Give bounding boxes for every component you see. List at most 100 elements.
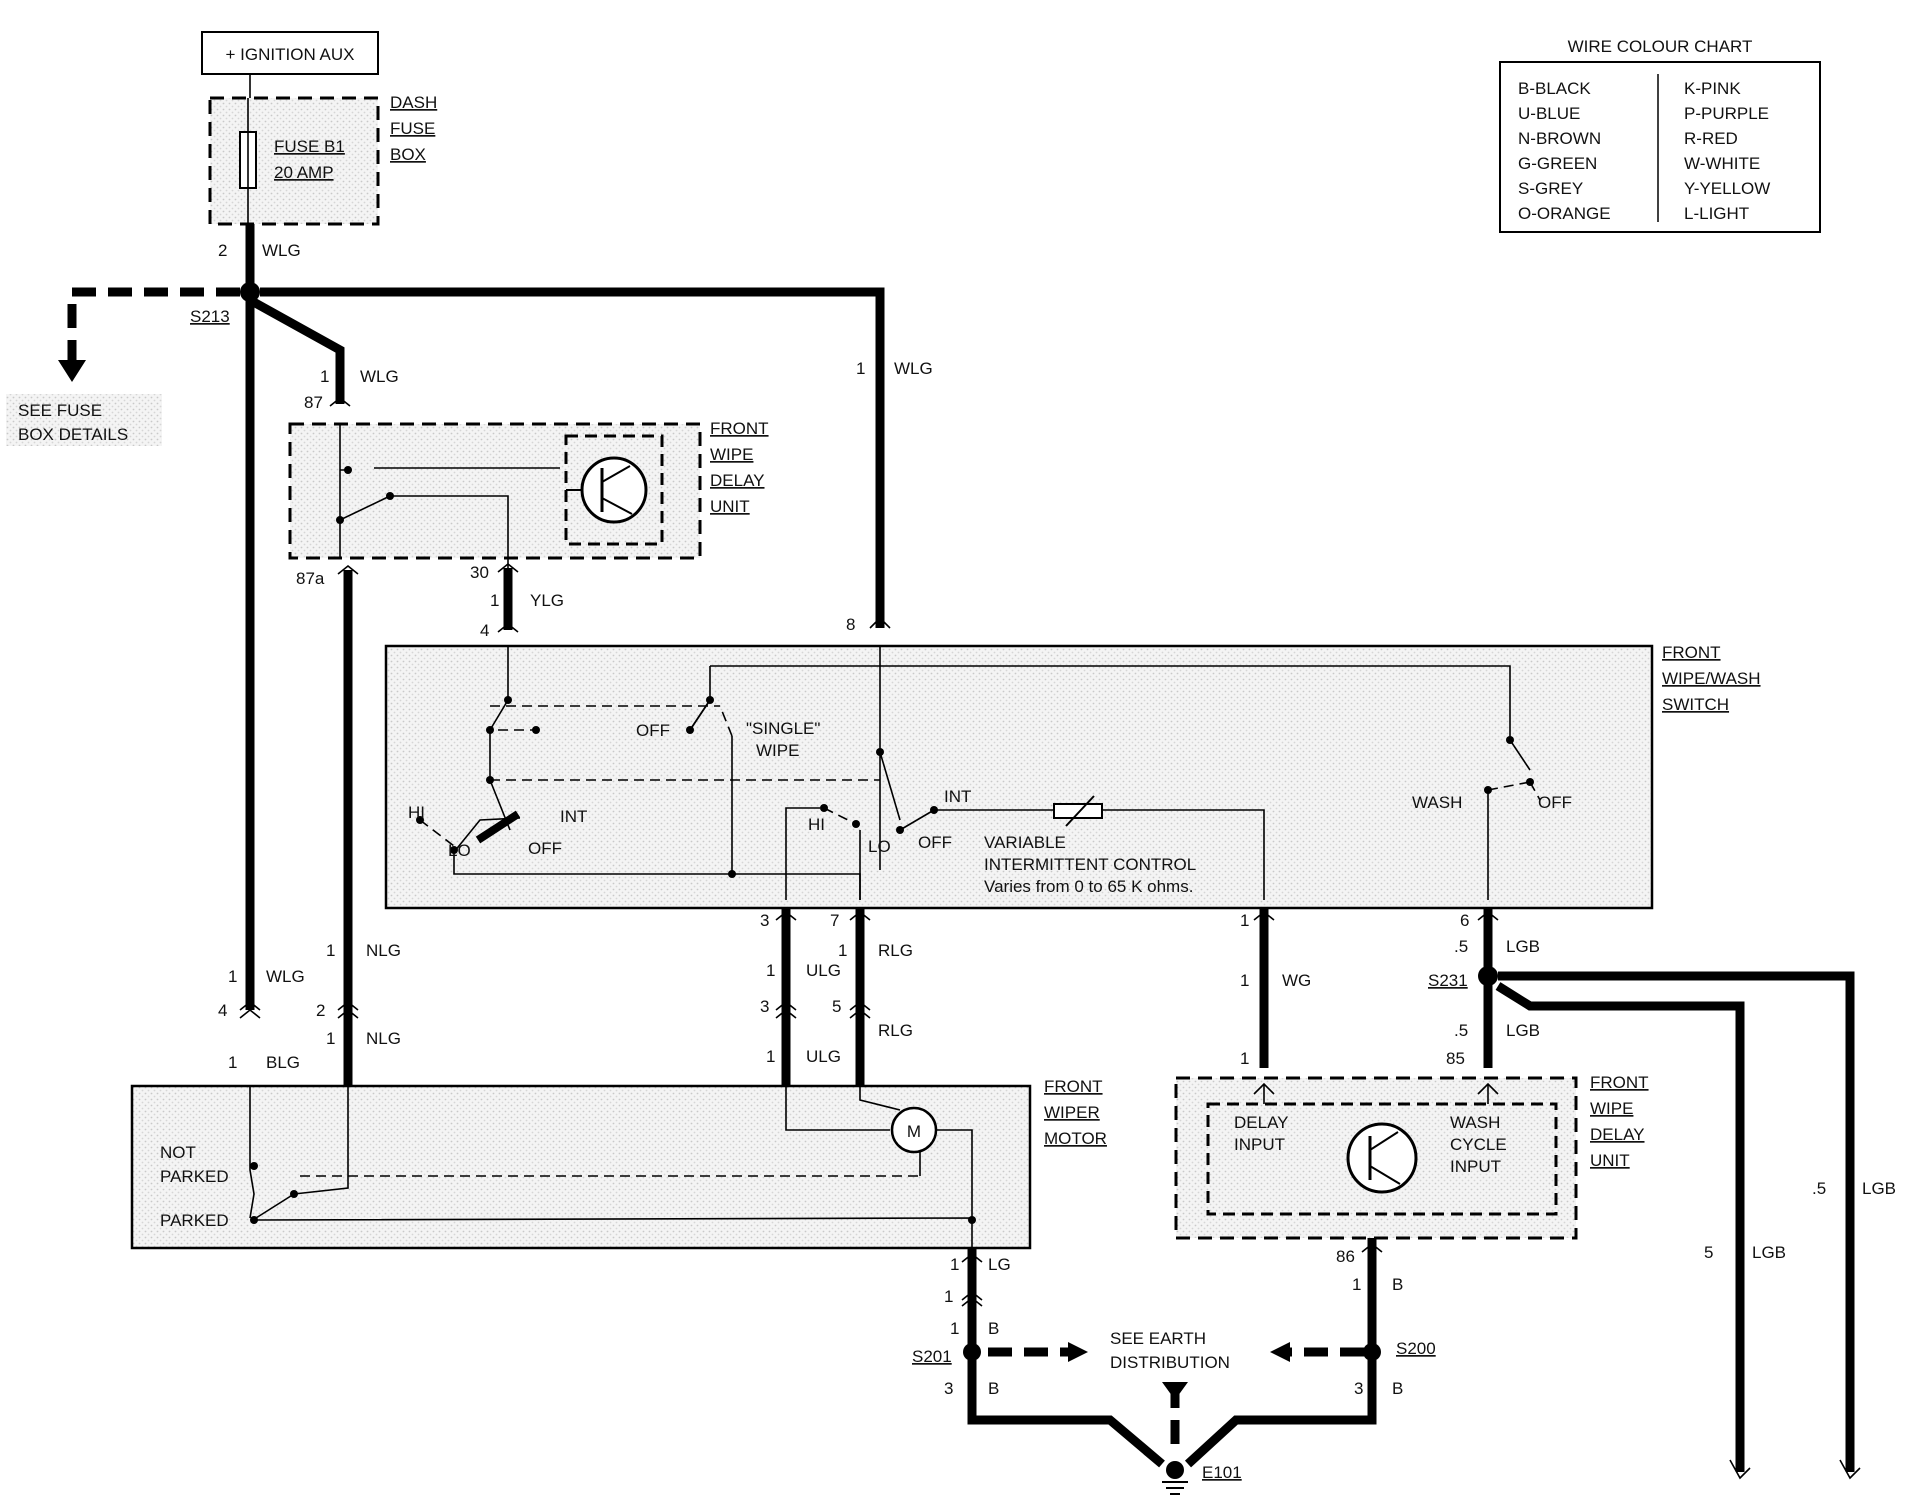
wire-num-5b: 5 — [1704, 1243, 1713, 1262]
variable-control-label-3: Varies from 0 to 65 K ohms. — [984, 877, 1193, 896]
splice-s200-label: S200 — [1396, 1339, 1436, 1358]
delay-input-label-2: INPUT — [1234, 1135, 1285, 1154]
wire-color-ulg-a: ULG — [806, 961, 841, 980]
delay-unit-top-label-4: UNIT — [710, 497, 750, 516]
not-parked-label-1: NOT — [160, 1143, 196, 1162]
fuse-name: FUSE B1 — [274, 137, 345, 156]
terminal-5: 5 — [832, 997, 841, 1016]
wire-num-05b: .5 — [1454, 1021, 1468, 1040]
see-fuse-box-label-2: BOX DETAILS — [18, 425, 128, 444]
wire-color-b-b: B — [988, 1379, 999, 1398]
see-earth-label-1: SEE EARTH — [1110, 1329, 1206, 1348]
wire-color-ulg-b: ULG — [806, 1047, 841, 1066]
wire-color-blg: BLG — [266, 1053, 300, 1072]
earth-b-wires — [967, 1360, 1377, 1468]
earth-e101 — [1166, 1461, 1184, 1479]
wire-num-1n: 1 — [950, 1255, 959, 1274]
wire-color-wg: WG — [1282, 971, 1311, 990]
delay-unit-bottom-label-4: UNIT — [1590, 1151, 1630, 1170]
switch-int2-label: INT — [944, 787, 971, 806]
transistor-icon — [580, 456, 648, 524]
wire-num-1c: 1 — [490, 591, 499, 610]
chart-left-5: O-ORANGE — [1518, 204, 1611, 223]
single-wipe-label-1: "SINGLE" — [746, 719, 820, 738]
chart-left-2: N-BROWN — [1518, 129, 1601, 148]
wire-color-wlg-a: WLG — [262, 241, 301, 260]
connector-marks — [239, 910, 871, 1019]
wire-num-05a: .5 — [1454, 937, 1468, 956]
terminal-8-label: 8 — [846, 615, 855, 634]
chart-right-1: P-PURPLE — [1684, 104, 1769, 123]
wire-color-b-a: B — [988, 1319, 999, 1338]
delay-unit-top-label-1: FRONT — [710, 419, 769, 438]
ignition-aux-label: + IGNITION AUX — [226, 45, 355, 64]
wire-num-1h: 1 — [838, 941, 847, 960]
wire-color-lgb-b: LGB — [1506, 1021, 1540, 1040]
delay-unit-bottom-label-2: WIPE — [1590, 1099, 1633, 1118]
switch-off4-label: OFF — [1538, 793, 1572, 812]
terminal-2-motor: 2 — [316, 1001, 325, 1020]
relay-pin-87: 87 — [304, 393, 323, 412]
wire-num-1j: 1 — [766, 1047, 775, 1066]
front-wipe-delay-unit-top: FRONT WIPE DELAY UNIT — [288, 419, 769, 568]
delay-unit-bottom-label-3: DELAY — [1590, 1125, 1645, 1144]
delay-unit-top-label-2: WIPE — [710, 445, 753, 464]
wiper-motor-label-3: MOTOR — [1044, 1129, 1107, 1148]
switch-hi2-label: HI — [808, 815, 825, 834]
wash-cycle-label-3: INPUT — [1450, 1157, 1501, 1176]
wire-color-wlg-d: WLG — [266, 967, 305, 986]
splice-s231-label: S231 — [1428, 971, 1468, 990]
fuse-rating: 20 AMP — [274, 163, 334, 182]
fuse-box-details-wire — [67, 287, 240, 362]
front-wiper-motor: M NOT PARKED PARKED FRONT WIPER MOTOR — [130, 1077, 1107, 1250]
terminal-1m: 1 — [1240, 1049, 1249, 1068]
wash-cycle-label-1: WASH — [1450, 1113, 1500, 1132]
wire-num-05c: .5 — [1812, 1179, 1826, 1198]
chart-left-4: S-GREY — [1518, 179, 1583, 198]
wire-colour-chart: WIRE COLOUR CHART B-BLACK U-BLUE N-BROWN… — [1499, 37, 1821, 233]
wire-num-1l: 1 — [1240, 971, 1249, 990]
transistor-icon-2 — [1346, 1122, 1418, 1194]
terminal-6: 6 — [1460, 911, 1469, 930]
fuse-box-label-1: DASH — [390, 93, 437, 112]
single-wipe-label-2: WIPE — [756, 741, 799, 760]
switch-wash-label: WASH — [1412, 793, 1462, 812]
wire-color-nlg-a: NLG — [366, 941, 401, 960]
chart-right-0: K-PINK — [1684, 79, 1741, 98]
variable-resistor-icon — [1053, 803, 1103, 819]
wire-color-nlg-b: NLG — [366, 1029, 401, 1048]
not-parked-label-2: PARKED — [160, 1167, 229, 1186]
front-wipe-wash-switch: OFF "SINGLE" WIPE HI LO INT OFF HI LO OF… — [384, 643, 1761, 910]
wire-color-wlg-b: WLG — [360, 367, 399, 386]
wire-color-b-c: B — [1392, 1275, 1403, 1294]
wire-num-1g: 1 — [228, 1053, 237, 1072]
splice-s200 — [1363, 1343, 1381, 1361]
delay-unit-bottom-label-1: FRONT — [1590, 1073, 1649, 1092]
wiper-motor-label-1: FRONT — [1044, 1077, 1103, 1096]
switch-label-1: FRONT — [1662, 643, 1721, 662]
switch-label-2: WIPE/WASH — [1662, 669, 1761, 688]
see-fuse-box-label-1: SEE FUSE — [18, 401, 102, 420]
wire-num-1d: 1 — [326, 941, 335, 960]
switch-hi-label: HI — [408, 803, 425, 822]
wire-num-2: 2 — [218, 241, 227, 260]
delay-pin-86: 86 — [1336, 1247, 1355, 1266]
switch-off2-label: OFF — [528, 839, 562, 858]
motor-symbol-label: M — [907, 1122, 921, 1141]
chart-right-4: Y-YELLOW — [1684, 179, 1770, 198]
delay-input-label-1: DELAY — [1234, 1113, 1289, 1132]
wire-color-rlg-b: RLG — [878, 1021, 913, 1040]
switch-lo-label: LO — [448, 841, 471, 860]
wire-color-wlg-c: WLG — [894, 359, 933, 378]
wire-num-3c: 3 — [944, 1379, 953, 1398]
lgb-right-wire-a — [1498, 971, 1855, 1472]
earth-e101-label: E101 — [1202, 1463, 1242, 1482]
relay-pin-30: 30 — [470, 563, 489, 582]
wire-color-b-d: B — [1392, 1379, 1403, 1398]
wire-colour-chart-title: WIRE COLOUR CHART — [1568, 37, 1753, 56]
terminal-4-label: 4 — [480, 621, 489, 640]
see-earth-label-2: DISTRIBUTION — [1110, 1353, 1230, 1372]
wlg-relay-feed — [247, 296, 345, 404]
splice-s201-label: S201 — [912, 1347, 952, 1366]
switch-off-label: OFF — [636, 721, 670, 740]
